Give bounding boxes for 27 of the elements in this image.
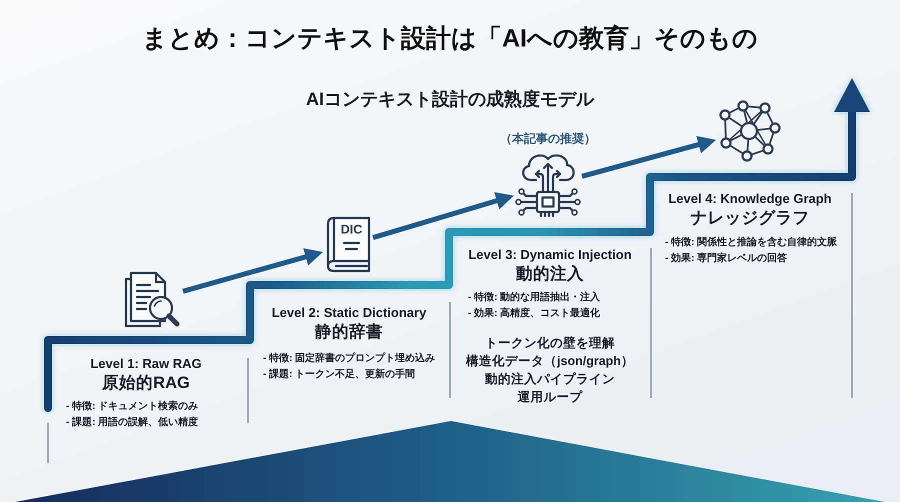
bullet-item: - 効果: 専門家レベルの回答 [665,253,788,264]
bullet-item: - 特徴: ドキュメント検索のみ [66,401,198,412]
level-name: ナレッジグラフ [690,209,810,227]
level-name: 静的辞書 [315,323,383,341]
bullet-item: - 課題: 用語の誤解、低い精度 [66,417,198,428]
arrow [182,248,324,294]
list-item: トークン化の壁を理解 [485,336,615,350]
bullet-item: - 効果: 高精度、コスト最適化 [468,308,600,319]
cover-text: DIC [340,224,362,236]
level-name: 動的注入 [516,265,584,283]
bullet-item: - 特徴: 関係性と推論を含む自律的文脈 [665,237,838,248]
list-item: 構造化データ（json/graph） [466,354,634,368]
level-heading: Level 4: Knowledge Graph [668,191,832,206]
list-item: 運用ループ [518,390,582,404]
level-heading: Level 1: Raw RAG [90,356,202,371]
list-item: 動的注入パイプライン [485,372,615,386]
arrow [372,192,515,240]
note-text: （本記事の推奨） [500,130,596,148]
level-heading: Level 2: Static Dictionary [272,305,426,320]
arrow [581,136,717,179]
subtitle: AIコンテキスト設計の成熟度モデル [306,88,594,111]
title: まとめ：コンテキスト設計は「AIへの教育」そのもの [142,23,758,54]
bullet-item: - 特徴: 固定辞書のプロンプト埋め込み [263,353,436,364]
level-name: 原始的RAG [102,374,190,392]
bullet-item: - 課題: トークン不足、更新の手間 [263,369,416,380]
bullet-item: - 特徴: 動的な用語抽出・注入 [468,292,600,303]
level-heading: Level 3: Dynamic Injection [468,247,632,262]
